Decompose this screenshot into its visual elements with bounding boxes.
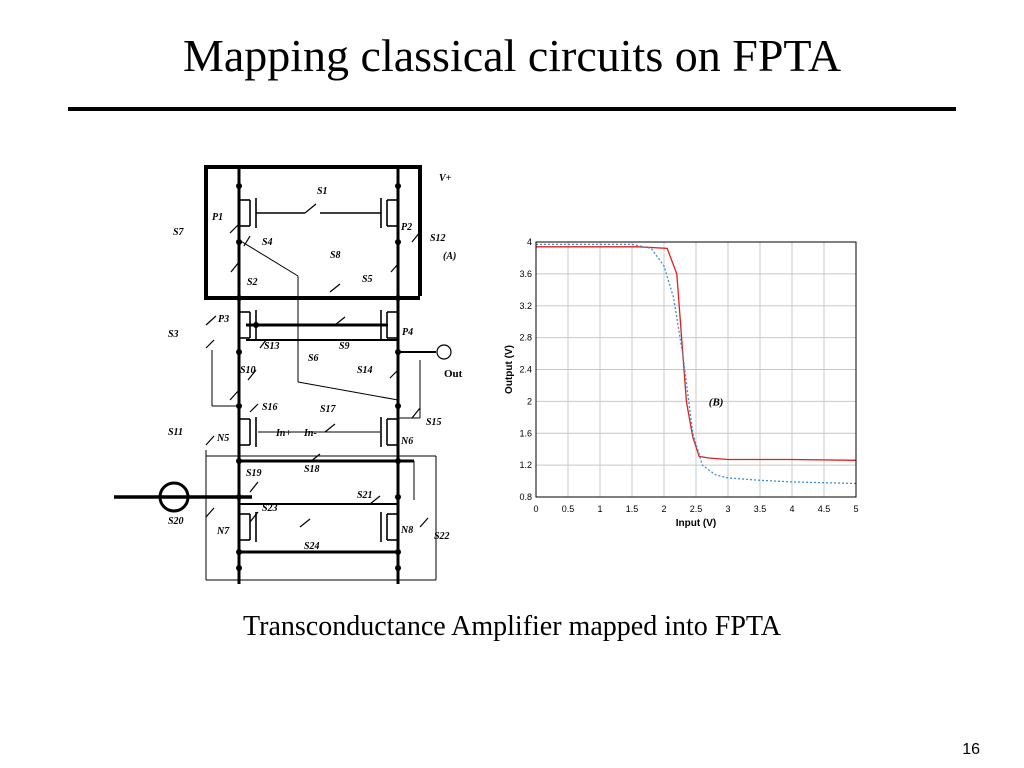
label-s19: S19 [246,468,262,479]
label-s4: S4 [262,237,273,248]
output-terminal [436,344,452,360]
chart-y-tick-label: 2 [527,396,532,406]
chart-y-tick-label: 4 [527,237,532,247]
chart-y-tick-label: 3.2 [519,301,532,311]
transistor-n5 [239,417,257,447]
chart-annotation-b: (B) [709,396,724,408]
label-p1: P1 [212,212,223,223]
chart-grid [535,241,857,498]
label-s21: S21 [357,490,373,501]
label-p3: P3 [218,314,229,325]
label-s2: S2 [247,277,258,288]
label-s15: S15 [426,417,442,428]
label-s24: S24 [304,541,320,552]
label-s18: S18 [304,464,320,475]
transistor-n6 [380,417,398,447]
chart-x-tick-label: 5 [853,504,858,514]
chart-y-tick-label: 0.8 [519,492,532,502]
chart-y-tick-label: 3.6 [519,269,532,279]
label-s10: S10 [240,365,256,376]
transistor-n8 [380,512,398,542]
chart-series [536,243,857,485]
slide-caption: Transconductance Amplifier mapped into F… [243,611,781,642]
label-n5: N5 [216,433,229,444]
label-s20: S20 [168,516,184,527]
chart-series-line-1 [536,246,857,461]
transistor-p2 [320,198,398,228]
chart-x-tick-label: 2.5 [690,504,703,514]
label-vplus: V+ [439,173,452,184]
switch-marks [205,203,429,528]
chart-ticks: 0 0.5 1 1.5 2 2.5 3 3.5 4 4.5 5 0.8 1.2 1.6 2 2.4 2.8 3.2… [519,237,858,514]
label-p4: P4 [402,327,413,338]
label-out: Out [444,368,463,380]
chart-x-axis-label: Input (V) [676,518,717,529]
label-s13: S13 [264,341,280,352]
chart-x-tick-label: 3.5 [754,504,767,514]
chart-y-tick-label: 2.8 [519,333,532,343]
chart-y-tick-label: 2.4 [519,365,532,375]
label-s9: S9 [339,341,350,352]
label-in-minus: In- [303,428,317,439]
title-rule [68,107,956,111]
label-s14: S14 [357,365,373,376]
chart-y-axis-label: Output (V) [504,345,515,394]
chart-x-tick-label: 1 [597,504,602,514]
chart-y-tick-label: 1.6 [519,428,532,438]
label-s3: S3 [168,329,179,340]
slide-title: Mapping classical circuits on FPTA [182,30,842,81]
chart-x-tick-label: 4.5 [818,504,831,514]
label-s5: S5 [362,274,373,285]
label-p2: P2 [401,222,412,233]
chart-x-tick-label: 0.5 [562,504,575,514]
label-s22: S22 [434,531,450,542]
label-in-plus: In+ [275,428,291,439]
chart-x-tick-label: 2 [661,504,666,514]
chart-x-tick-label: 1.5 [626,504,639,514]
label-s1: S1 [317,186,328,197]
label-n7: N7 [216,526,230,537]
label-s23: S23 [262,503,278,514]
page-number: 16 [962,741,980,758]
label-s11: S11 [168,427,183,438]
chart-series-line-2 [536,243,857,485]
transistor-p1 [239,198,305,228]
label-n8: N8 [400,525,413,536]
label-s7: S7 [173,227,185,238]
label-s16: S16 [262,402,278,413]
chart-x-tick-label: 0 [533,504,538,514]
chart-x-tick-label: 4 [789,504,794,514]
label-s12: S12 [430,233,446,244]
chart-frame [535,241,857,498]
junction-dots [236,183,401,571]
label-s17: S17 [320,404,337,415]
label-n6: N6 [400,436,413,447]
label-region-a: (A) [443,251,456,262]
transistor-p4 [380,310,398,340]
label-s8: S8 [330,250,341,261]
label-s6: S6 [308,353,319,364]
chart-x-tick-label: 3 [725,504,730,514]
chart-y-tick-label: 1.2 [519,460,532,470]
input-marker-circle [158,481,190,513]
transistor-n7 [239,512,257,542]
